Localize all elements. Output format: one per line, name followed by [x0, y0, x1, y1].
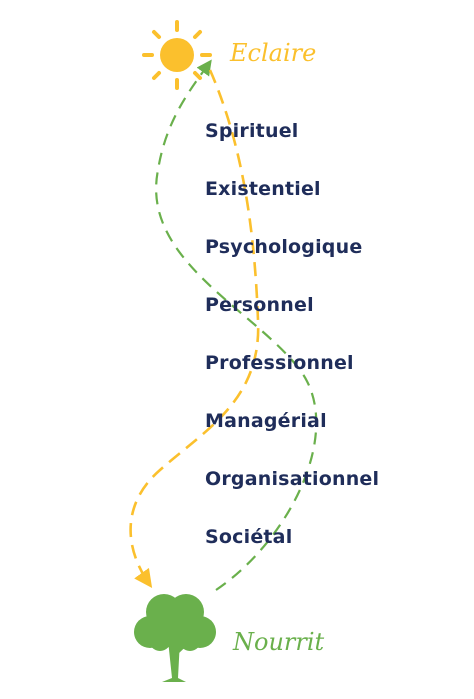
level-organisationnel: Organisationnel: [205, 468, 380, 490]
eclaire-label: Eclaire: [230, 39, 317, 67]
upward-arrow: [155, 59, 318, 591]
level-personnel: Personnel: [205, 294, 314, 316]
level-societal: Sociétal: [205, 526, 293, 548]
level-spirituel: Spirituel: [205, 120, 299, 142]
level-managerial: Managérial: [205, 410, 327, 432]
level-professionnel: Professionnel: [205, 352, 354, 374]
downward-arrow: [129, 69, 260, 588]
tree-icon: [134, 594, 216, 682]
level-psychologique: Psychologique: [205, 236, 363, 258]
sun-icon: [142, 20, 212, 90]
nourrit-label: Nourrit: [233, 628, 325, 656]
level-existentiel: Existentiel: [205, 178, 321, 200]
